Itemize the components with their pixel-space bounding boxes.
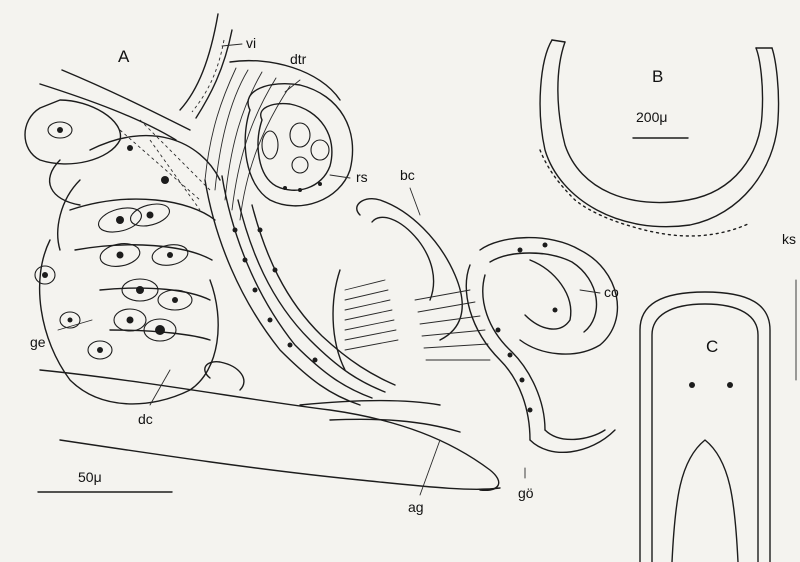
- panel-a-drawing: [24, 13, 619, 496]
- label-ks: ks: [782, 231, 796, 247]
- panel-label-b: B: [652, 67, 664, 86]
- scale-bar-label-b: 200μ: [636, 109, 668, 125]
- panel-label-c: C: [706, 337, 719, 356]
- panel-label-a: A: [118, 47, 130, 66]
- label-co: co: [604, 284, 619, 300]
- scale-bar-label-a: 50μ: [78, 469, 102, 485]
- label-vi: vi: [246, 35, 257, 51]
- label-bc: bc: [400, 167, 415, 183]
- label-dc: dc: [138, 411, 153, 427]
- panel-b-drawing: [539, 39, 780, 237]
- label-ge: ge: [30, 334, 46, 350]
- panel-c-drawing: [639, 279, 797, 562]
- label-go: gö: [518, 485, 534, 501]
- label-ag: ag: [408, 499, 424, 515]
- label-rs: rs: [356, 169, 368, 185]
- label-dtr: dtr: [290, 51, 307, 67]
